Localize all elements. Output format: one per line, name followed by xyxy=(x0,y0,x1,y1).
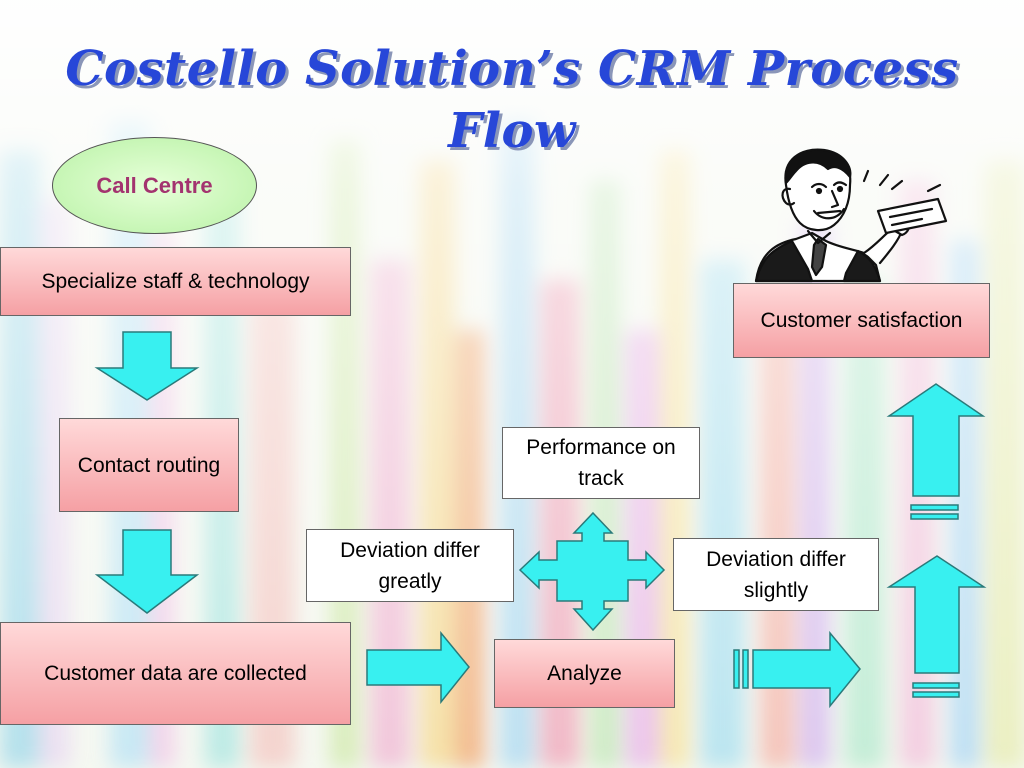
down-arrow-2 xyxy=(94,529,200,614)
right-arrow-2-bar-2 xyxy=(742,649,749,689)
deviation-differ-greatly-node: Deviation differ greatly xyxy=(306,529,514,602)
analyze-node: Analyze xyxy=(494,639,675,708)
performance-on-track-node: Performance on track xyxy=(502,427,700,499)
up-arrow-upper-bar-2 xyxy=(910,513,959,520)
right-arrow-1 xyxy=(366,630,470,705)
contact-routing-node: Contact routing xyxy=(59,418,239,512)
right-arrow-2-bar-1 xyxy=(733,649,740,689)
customer-satisfaction-node: Customer satisfaction xyxy=(733,283,990,358)
right-arrow-2 xyxy=(752,630,861,709)
title-line-1: Costello Solution’s CRM Process xyxy=(65,41,959,97)
customer-data-collected-node: Customer data are collected xyxy=(0,622,351,725)
up-arrow-upper-bar-1 xyxy=(910,504,959,511)
page-title: Costello Solution’s CRM Process Flow xyxy=(0,38,1024,162)
call-centre-node: Call Centre xyxy=(52,137,257,234)
up-arrow-lower-bar-1 xyxy=(912,682,960,689)
man-holding-cheque-illustration xyxy=(754,148,948,283)
title-line-2: Flow xyxy=(448,103,576,159)
up-arrow-lower xyxy=(886,555,987,674)
four-way-arrow xyxy=(518,511,666,632)
specialize-staff-node: Specialize staff & technology xyxy=(0,247,351,316)
up-arrow-lower-bar-2 xyxy=(912,691,960,698)
up-arrow-upper xyxy=(886,383,986,497)
deviation-differ-slightly-node: Deviation differ slightly xyxy=(673,538,879,611)
down-arrow-1 xyxy=(94,331,200,401)
